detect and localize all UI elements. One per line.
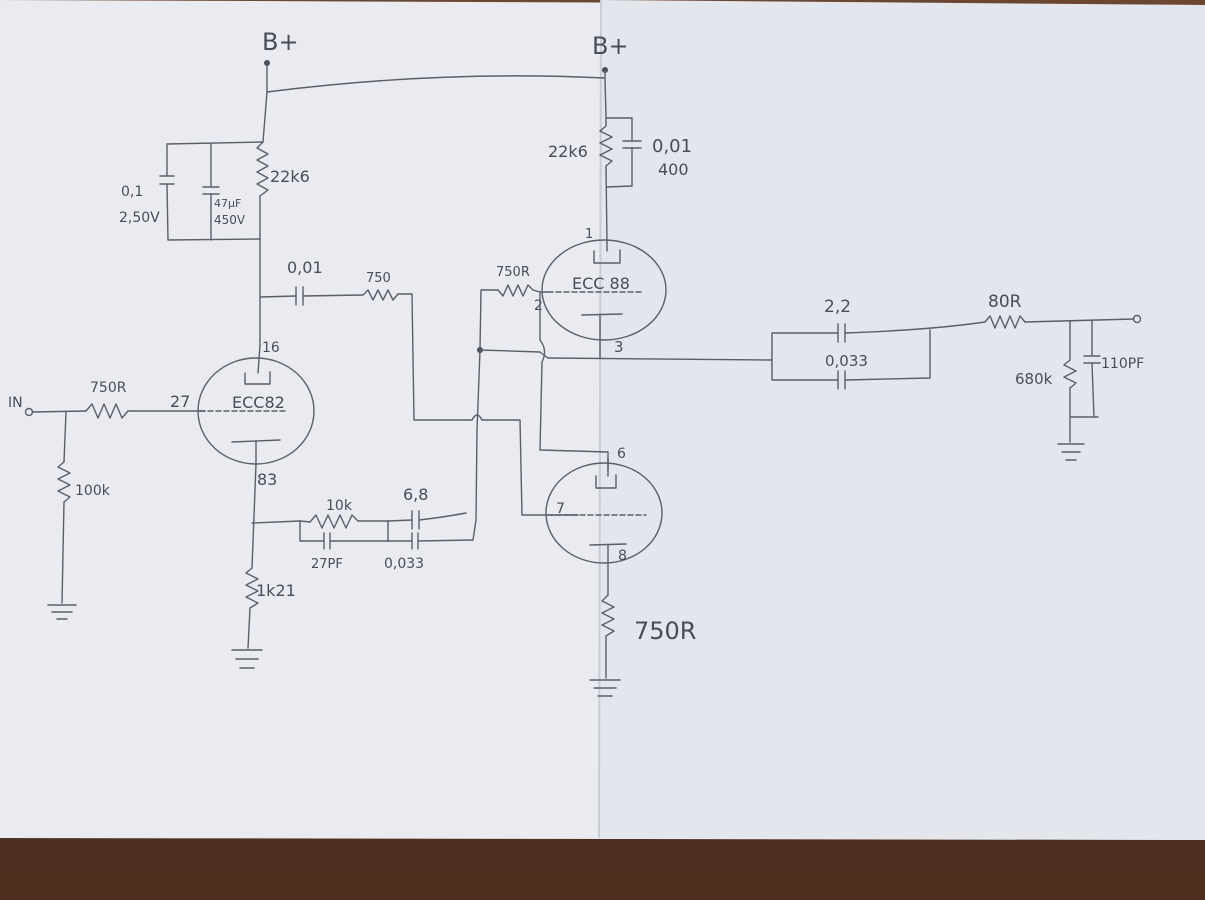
v2-anode-pin: 1 xyxy=(585,227,593,242)
v2-grid-network: 750R xyxy=(476,265,773,471)
v2-plate-load: 22k6 0,01 400 xyxy=(548,117,692,244)
v3-cathode-resistor-label: 750R xyxy=(634,617,696,645)
cap-47-label: 47μF xyxy=(214,197,241,210)
v1-tube-type: ECC82 xyxy=(232,393,285,412)
load-cap-label: 110PF xyxy=(1101,356,1144,372)
paper-fold xyxy=(598,0,602,839)
v3-grid-pin: 7 xyxy=(556,501,565,517)
fb-resistor-label: 10k xyxy=(326,498,353,514)
out-cap-top-label: 2,2 xyxy=(824,297,851,317)
v1-cathode-network: 1k21 xyxy=(231,463,296,669)
out-cap-bottom-label: 0,033 xyxy=(825,352,868,370)
v2-tube-type: ECC 88 xyxy=(572,274,630,293)
coupling-resistor-label: 750 xyxy=(366,271,391,286)
v3-cathode-pin: 8 xyxy=(618,548,627,564)
fb-cap-film-label: 0,033 xyxy=(384,556,424,572)
stage1-supply-filter: 22k6 0,1 2,50V 47μF 450V xyxy=(119,91,310,346)
fb-cap-small-label: 27PF xyxy=(311,557,343,572)
v1-grid-pin: 27 xyxy=(170,392,190,411)
cap-47-voltage: 450V xyxy=(214,213,246,227)
paper-right-half xyxy=(600,0,1205,840)
v3-anode-pin: 6 xyxy=(617,446,626,462)
v2-grid-resistor-label: 750R xyxy=(496,265,530,280)
feedback-network: 10k 27PF 6,8 0,033 xyxy=(251,429,478,572)
v3-cathode-network: 750R xyxy=(589,594,696,697)
cap-01-left-label: 0,1 xyxy=(121,184,143,200)
out-resistor-label: 80R xyxy=(988,292,1022,312)
load-resistor-label: 680k xyxy=(1015,370,1053,388)
v1-cathode-pin: 83 xyxy=(257,470,277,489)
v2-plate-cap-label: 0,01 xyxy=(652,136,692,157)
tube-v2: ECC 88 1 2 3 xyxy=(534,227,667,359)
b-plus-left: B+ xyxy=(262,28,299,56)
supply-rail: B+ B+ xyxy=(262,28,629,119)
tube-v1: ECC82 16 83 xyxy=(197,340,315,489)
v2-cathode-pin: 3 xyxy=(614,338,624,356)
input-label: IN xyxy=(8,395,23,411)
fb-cap-big-label: 6,8 xyxy=(403,485,428,504)
b-plus-right: B+ xyxy=(592,32,629,60)
input-resistor-label: 750R xyxy=(90,380,127,396)
v1-cathode-resistor-label: 1k21 xyxy=(256,581,296,600)
coupling-cap-label: 0,01 xyxy=(287,258,323,277)
cap-01-left-voltage: 2,50V xyxy=(119,210,160,226)
tube-v3: 6 7 8 xyxy=(545,446,663,596)
v2-grid-pin: 2 xyxy=(534,298,543,314)
v2-plate-cap-voltage: 400 xyxy=(658,160,689,179)
input-stage: IN 750R 100k 27 xyxy=(8,380,206,620)
grid-leak-label: 100k xyxy=(75,483,111,499)
plate-resistor-v1-label: 22k6 xyxy=(270,167,310,186)
output-network: 2,2 0,033 80R 680k 110PF xyxy=(771,292,1144,461)
v2-plate-resistor-label: 22k6 xyxy=(548,142,588,161)
v1-anode-pin: 16 xyxy=(262,340,280,356)
